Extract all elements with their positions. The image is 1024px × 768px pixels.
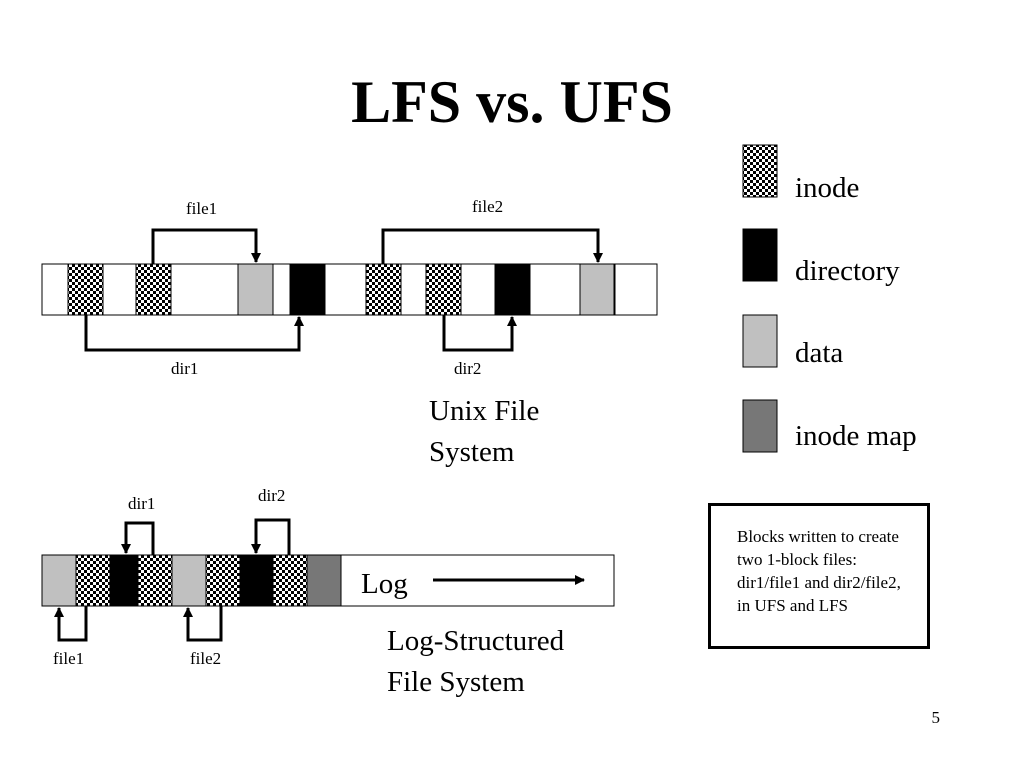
ufs-inode-block — [135, 263, 172, 316]
lfs-inode-block — [205, 554, 241, 607]
lfs-inode-block — [75, 554, 111, 607]
ufs-caption-line2: System — [429, 436, 515, 468]
directory-block-icon — [742, 228, 778, 282]
legend-inode-label: inode — [795, 172, 860, 204]
lfs-dir1-label: dir1 — [128, 494, 155, 513]
log-label: Log — [361, 568, 408, 600]
lfs-data-block — [171, 554, 207, 607]
ufs-file1-label: file1 — [186, 199, 217, 218]
ufs-file2-label: file2 — [472, 197, 503, 216]
lfs-directory-block — [109, 554, 139, 607]
ufs-file2-arrow — [381, 228, 603, 264]
lfs-dir1-arrow — [121, 521, 155, 555]
ufs-caption-line1: Unix File — [429, 395, 540, 427]
lfs-file2-arrow — [183, 606, 223, 642]
ufs-inode-block — [365, 263, 402, 316]
lfs-data-block — [41, 554, 77, 607]
legend-inode-map-label: inode map — [795, 420, 917, 452]
data-block-icon — [742, 314, 778, 368]
lfs-file1-arrow — [54, 606, 88, 642]
lfs-inode-map-block — [306, 554, 342, 607]
lfs-dir2-label: dir2 — [258, 486, 285, 505]
ufs-file1-arrow — [151, 228, 261, 264]
ufs-directory-block — [289, 263, 326, 316]
page-number: 5 — [931, 708, 941, 727]
lfs-inode-block — [272, 554, 308, 607]
ufs-dir2-arrow — [442, 315, 517, 352]
inode-map-block-icon — [742, 399, 778, 453]
ufs-dir1-label: dir1 — [171, 359, 198, 378]
ufs-caption: Unix File System — [429, 391, 669, 473]
note-box: Blocks written to create two 1-block fil… — [708, 503, 930, 649]
ufs-inode-block — [425, 263, 462, 316]
lfs-inode-block — [137, 554, 173, 607]
lfs-caption: Log-Structured File System — [387, 621, 627, 703]
inode-block-icon — [742, 144, 778, 198]
lfs-file1-label: file1 — [53, 649, 84, 668]
note-text: Blocks written to create two 1-block fil… — [737, 527, 901, 615]
ufs-data-block — [237, 263, 274, 316]
lfs-dir2-arrow — [251, 518, 291, 555]
lfs-file2-label: file2 — [190, 649, 221, 668]
ufs-disk-outline — [41, 263, 658, 316]
slide-title: LFS vs. UFS — [351, 69, 673, 135]
ufs-data-block — [579, 263, 616, 316]
ufs-dir2-label: dir2 — [454, 359, 481, 378]
ufs-dir1-arrow — [84, 315, 304, 352]
lfs-caption-line2: File System — [387, 666, 525, 698]
lfs-directory-block — [239, 554, 274, 607]
legend-data-label: data — [795, 337, 844, 369]
lfs-caption-line1: Log-Structured — [387, 625, 565, 657]
ufs-inode-block — [67, 263, 104, 316]
ufs-disk — [41, 263, 658, 316]
legend-directory-label: directory — [795, 255, 900, 287]
ufs-directory-block — [494, 263, 531, 316]
